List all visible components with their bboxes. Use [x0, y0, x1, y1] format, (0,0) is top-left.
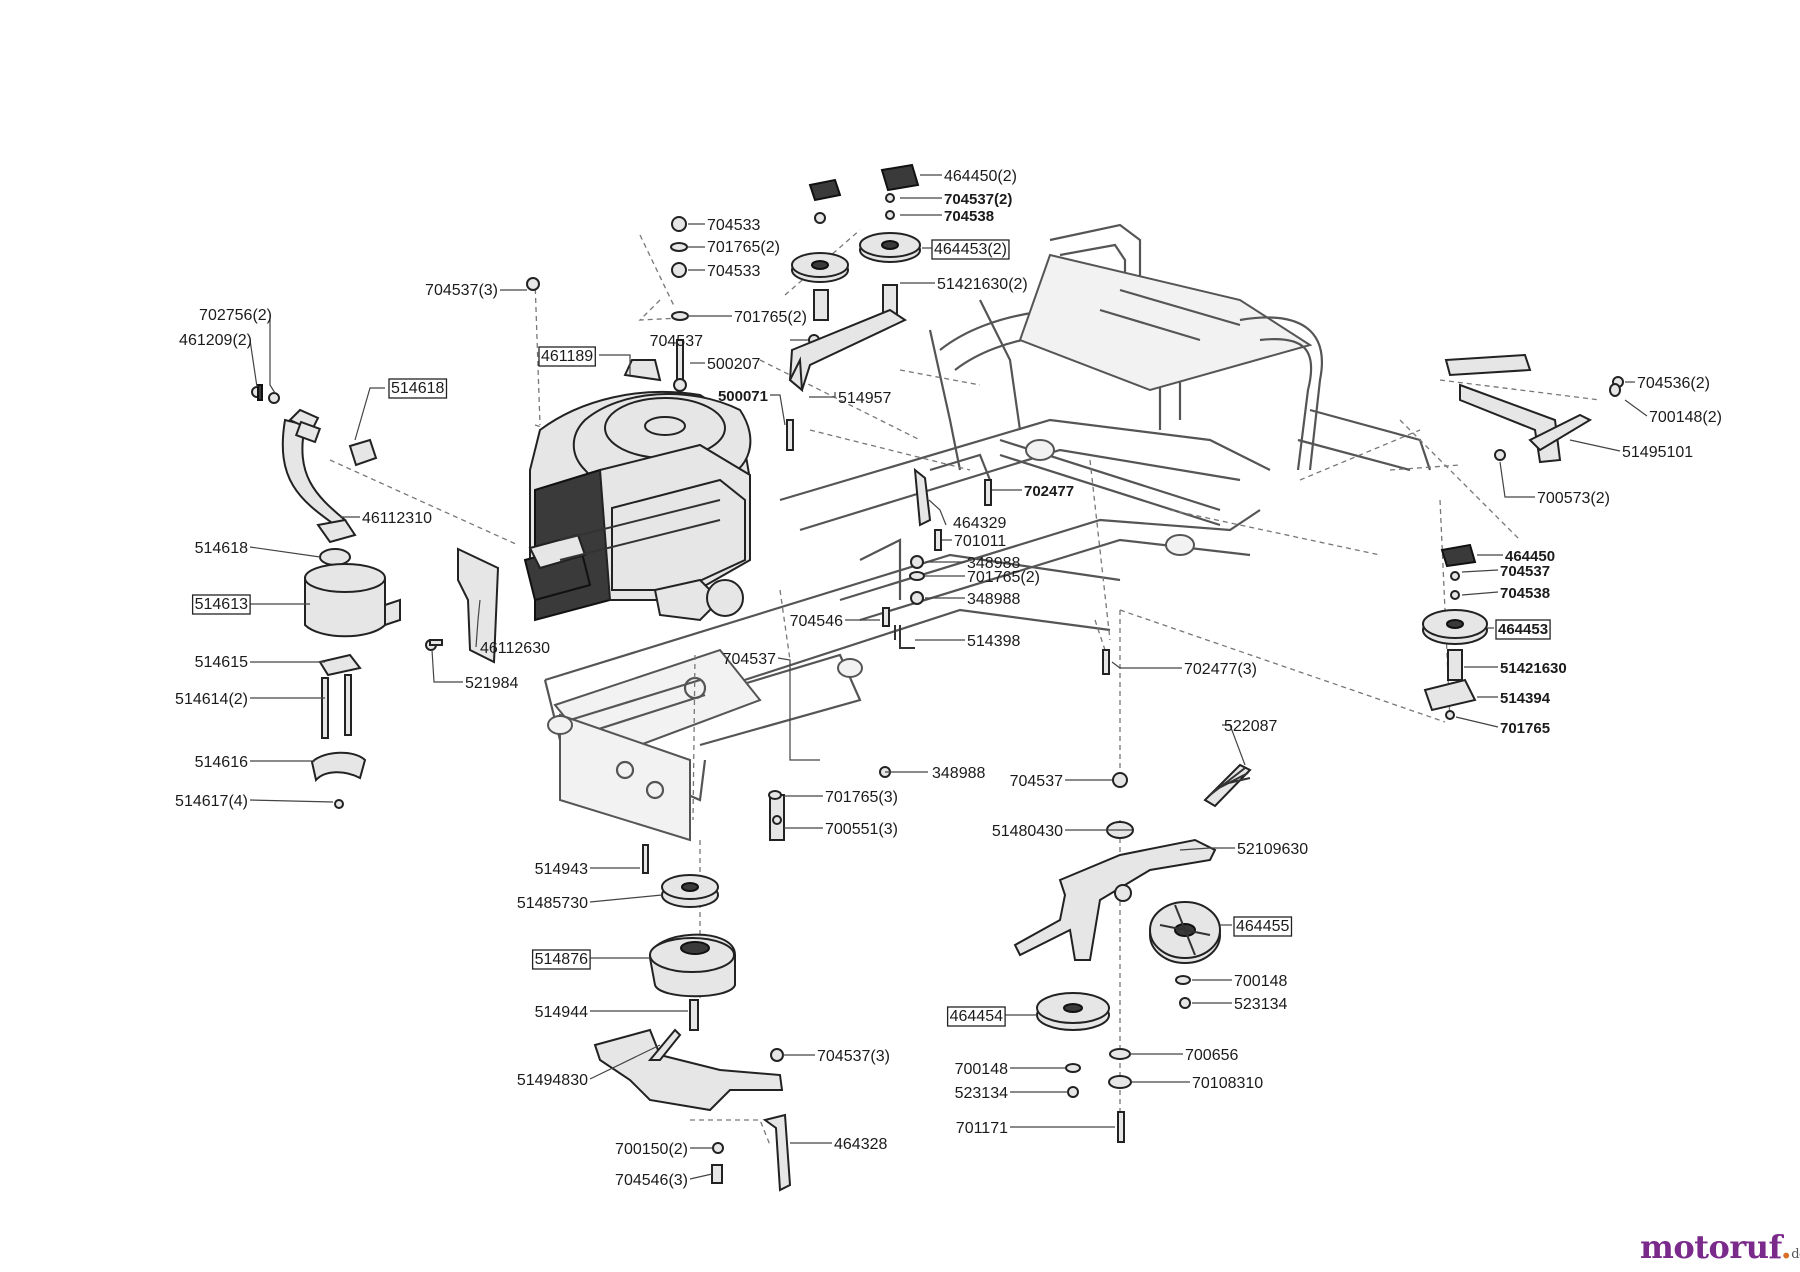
part-label-461189: 461189 [541, 348, 593, 365]
part-label-514615: 514615 [195, 654, 248, 671]
part-label-box [191, 594, 251, 615]
part-label-464453: 464453 [1498, 621, 1548, 638]
part-label-4644532: 464453(2) [934, 241, 1007, 258]
mid-fasteners [882, 467, 1110, 675]
watermark-tld: de [1791, 1247, 1800, 1262]
part-label-7045372: 704537(2) [944, 191, 1012, 208]
part-label-7017652: 701765(2) [707, 239, 780, 256]
part-label-700656: 700656 [1185, 1047, 1238, 1064]
leader-lines [249, 174, 1648, 1180]
part-label-701171: 701171 [956, 1120, 1008, 1137]
screw-521984 [425, 639, 443, 651]
part-label-51495101: 51495101 [1622, 444, 1693, 461]
part-label-51494830: 51494830 [517, 1072, 588, 1089]
part-label-704533: 704533 [707, 263, 760, 280]
part-label-514618: 514618 [195, 540, 248, 557]
part-label-7017652: 701765(2) [734, 309, 807, 326]
part-label-5146174: 514617(4) [175, 793, 248, 810]
part-label-464329: 464329 [953, 515, 1006, 532]
rear-bracket [1444, 353, 1624, 464]
right-pulley-stack [1422, 543, 1488, 720]
part-label-7045373: 704537(3) [425, 282, 498, 299]
part-label-7045373: 704537(3) [817, 1048, 890, 1065]
part-label-box [388, 378, 448, 399]
part-label-46112630: 46112630 [480, 640, 550, 657]
part-label-464328: 464328 [834, 1136, 887, 1153]
part-label-700148: 700148 [955, 1061, 1008, 1078]
part-label-704537: 704537 [1500, 563, 1550, 580]
part-label-51421630: 51421630 [1500, 660, 1567, 677]
part-label-7045362: 704536(2) [1637, 375, 1710, 392]
part-label-704546: 704546 [790, 613, 843, 630]
part-label-701011: 701011 [954, 533, 1006, 550]
part-label-522087: 522087 [1224, 718, 1277, 735]
part-label-box [538, 346, 596, 367]
part-label-514216302: 51421630(2) [937, 276, 1028, 293]
tension-assembly [768, 763, 1252, 1143]
part-label-4612092: 461209(2) [179, 332, 252, 349]
part-label-box [946, 1006, 1006, 1027]
part-label-box [1233, 916, 1293, 937]
part-label-464450: 464450 [1505, 548, 1555, 565]
part-label-521984: 521984 [465, 675, 518, 692]
part-label-7017652: 701765(2) [967, 569, 1040, 586]
watermark-brand: motoruf [1640, 1228, 1781, 1266]
part-label-704537: 704537 [1010, 773, 1063, 790]
part-label-704537: 704537 [723, 651, 776, 668]
part-label-704538: 704538 [1500, 585, 1550, 602]
chassis-frame [543, 223, 1432, 842]
part-label-514613: 514613 [195, 596, 248, 613]
part-label-box [1495, 619, 1551, 640]
part-label-box [531, 949, 591, 970]
part-label-514876: 514876 [535, 951, 588, 968]
part-label-348988: 348988 [967, 591, 1020, 608]
part-label-514618: 514618 [391, 380, 444, 397]
part-label-704533: 704533 [707, 217, 760, 234]
part-label-51485730: 51485730 [517, 895, 588, 912]
part-label-51480430: 51480430 [992, 823, 1063, 840]
exhaust-assembly [251, 384, 401, 809]
part-label-514957: 514957 [838, 390, 891, 407]
idler-pulleys-top [788, 163, 921, 393]
part-label-4644502: 464450(2) [944, 168, 1017, 185]
part-label-7001502: 700150(2) [615, 1141, 688, 1158]
part-label-701765: 701765 [1500, 720, 1550, 737]
part-label-7001482: 700148(2) [1649, 409, 1722, 426]
part-number-labels: 704533 701765(2) 704533 704537(3) 701765(2) 7… [175, 168, 1722, 1189]
part-label-7045463: 704546(3) [615, 1172, 688, 1189]
heat-shield [457, 547, 500, 664]
part-label-7024773: 702477(3) [1184, 661, 1257, 678]
part-label-523134: 523134 [1234, 996, 1287, 1013]
part-label-514616: 514616 [195, 754, 248, 771]
part-label-52109630: 52109630 [1237, 841, 1308, 858]
part-label-7017653: 701765(3) [825, 789, 898, 806]
watermark-dot: . [1780, 1228, 1792, 1266]
part-label-704537: 704537 [650, 333, 703, 350]
part-label-514394: 514394 [1500, 690, 1551, 707]
part-label-348988: 348988 [967, 555, 1020, 572]
clutch-assembly [593, 844, 792, 1192]
part-label-464454: 464454 [950, 1008, 1003, 1025]
part-label-704538: 704538 [944, 208, 994, 225]
part-label-7027562: 702756(2) [199, 307, 272, 324]
engine [523, 359, 752, 622]
part-label-5146142: 514614(2) [175, 691, 248, 708]
watermark-logo: motoruf.de [1640, 1228, 1800, 1266]
part-label-514944: 514944 [535, 1004, 588, 1021]
part-label-70108310: 70108310 [1192, 1075, 1263, 1092]
part-label-514398: 514398 [967, 633, 1020, 650]
part-label-514943: 514943 [535, 861, 588, 878]
part-label-500071: 500071 [718, 388, 768, 405]
part-label-702477: 702477 [1024, 483, 1074, 500]
part-label-348988: 348988 [932, 765, 985, 782]
part-label-box [931, 239, 1010, 260]
part-label-7005732: 700573(2) [1537, 490, 1610, 507]
part-label-500207: 500207 [707, 356, 760, 373]
part-label-523134: 523134 [955, 1085, 1008, 1102]
part-label-46112310: 46112310 [362, 510, 432, 527]
part-label-700148: 700148 [1234, 973, 1287, 990]
part-label-464455: 464455 [1236, 918, 1289, 935]
part-label-7005513: 700551(3) [825, 821, 898, 838]
